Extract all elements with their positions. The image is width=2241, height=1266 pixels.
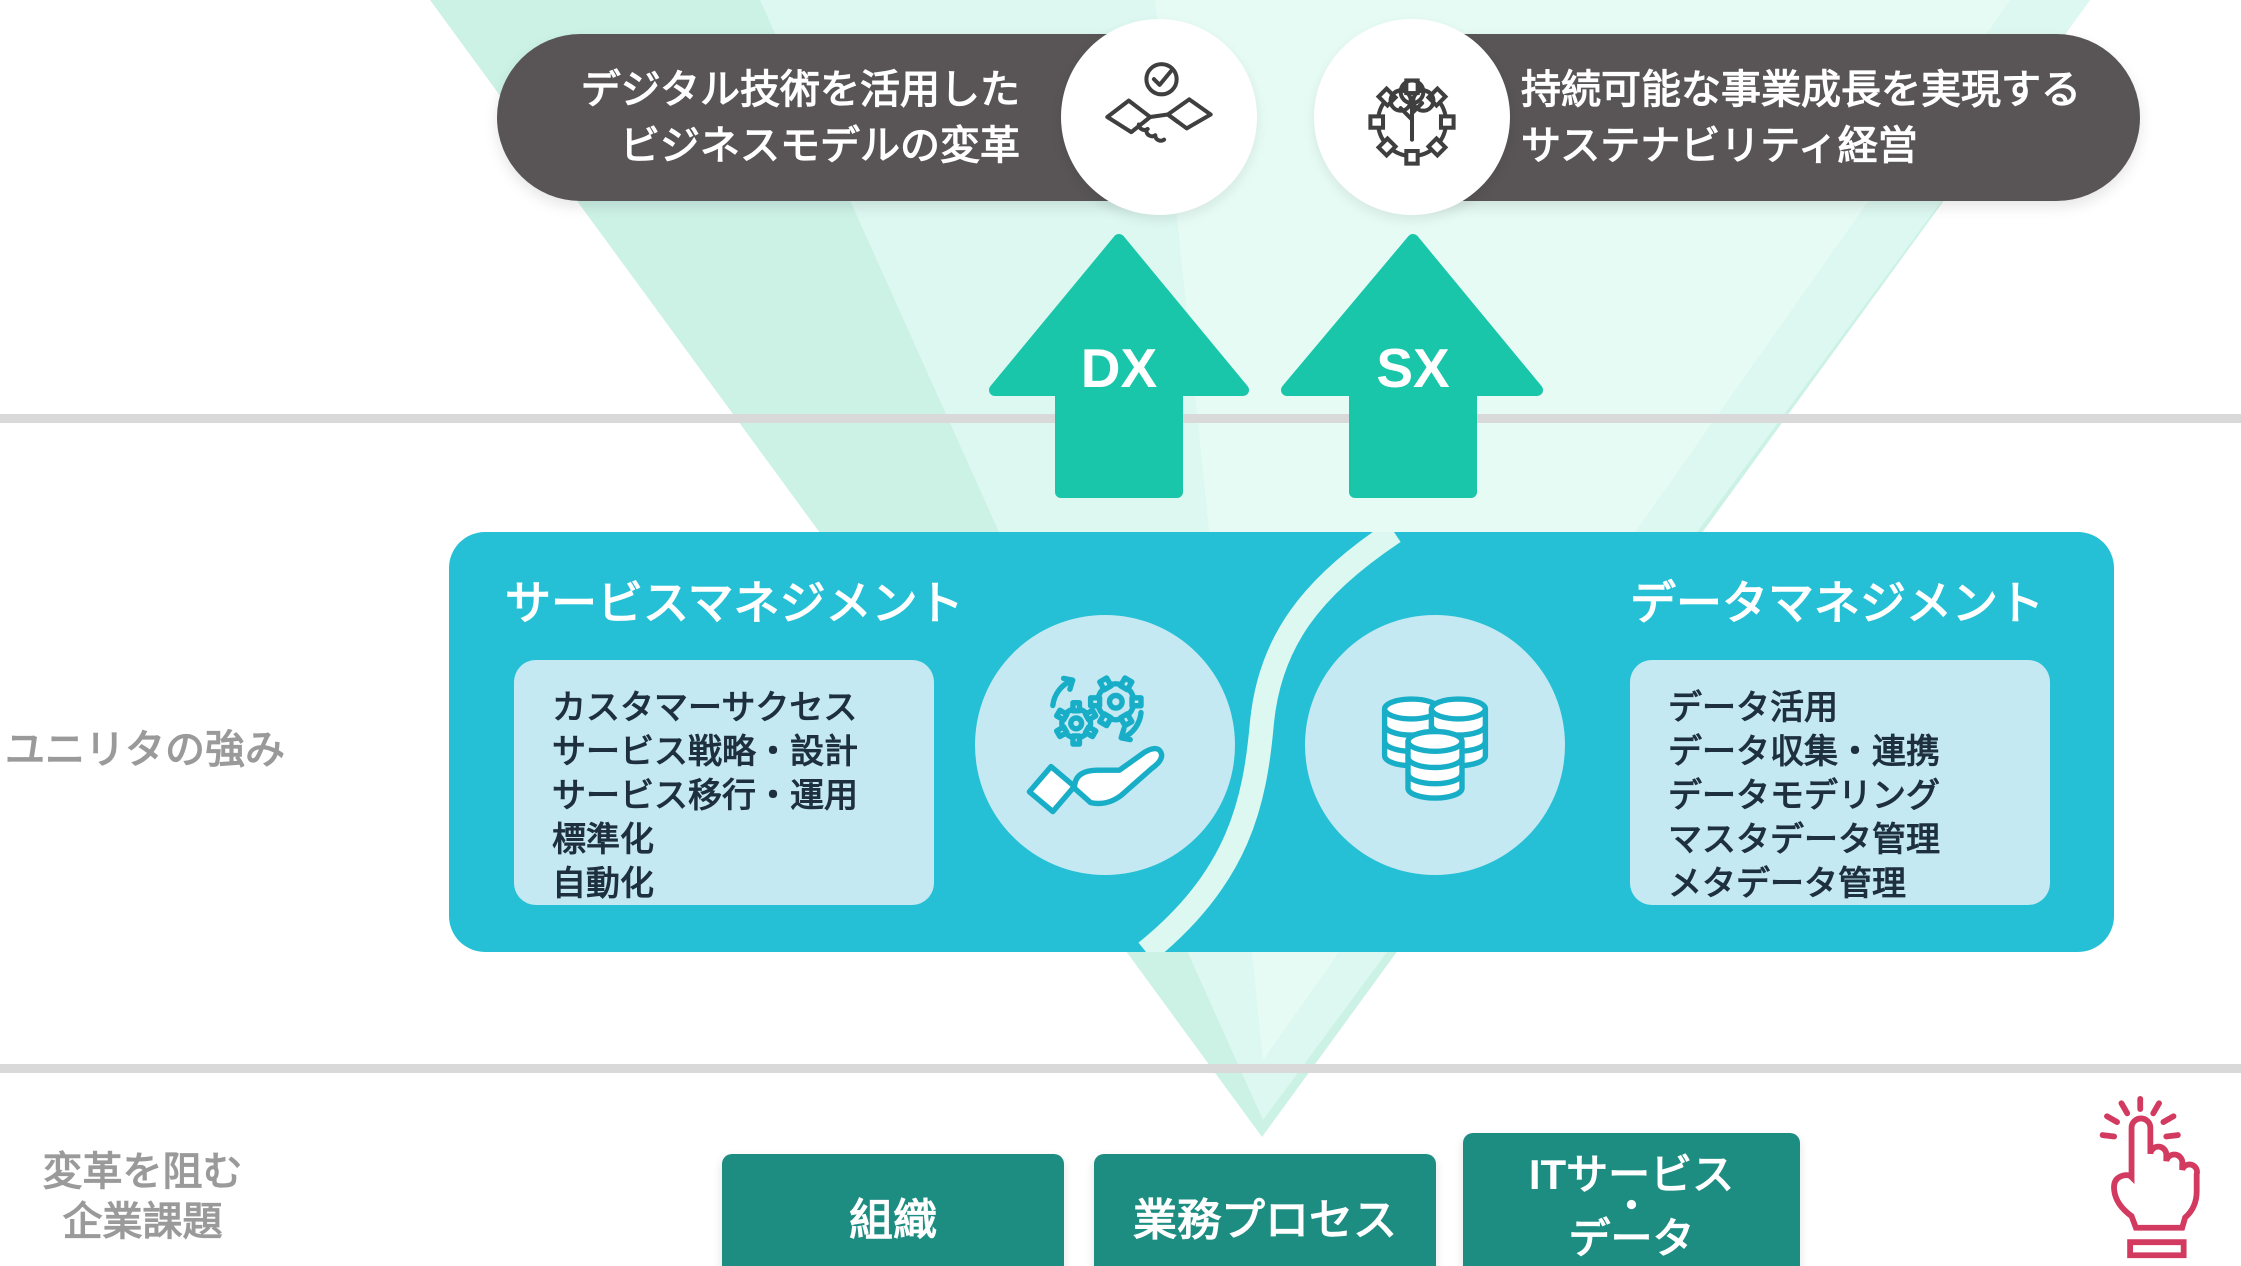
panel-s-curve-divider xyxy=(1138,532,1401,952)
divider-line-bottom xyxy=(0,1064,2241,1073)
sx-arrow xyxy=(1281,234,1543,498)
dx-goal-line2: ビジネスモデルの変革 xyxy=(620,123,1020,168)
data-management-list: データ活用 データ収集・連携 データモデリング マスタデータ管理 メタデータ管理 xyxy=(1630,660,2050,905)
gear-tree-icon xyxy=(1368,78,1456,166)
challenge-box-it-service-data[interactable]: ITサービス ・ データ xyxy=(1463,1133,1800,1266)
service-management-list: カスタマーサクセス サービス戦略・設計 サービス移行・運用 標準化 自動化 xyxy=(514,660,934,905)
challenge-side-label-line1: 変革を阻む xyxy=(42,1150,243,1194)
sx-goal-line1: 持続可能な事業成長を実現する xyxy=(1521,67,2081,112)
challenge-side-label-line2: 企業課題 xyxy=(62,1200,223,1244)
gears-on-hand-icon xyxy=(1026,675,1165,815)
data-icon-circle xyxy=(1305,615,1565,875)
sx-arrow-label: SX xyxy=(1376,337,1450,399)
service-item: 標準化 xyxy=(552,821,654,859)
strengths-side-label: ユニリタの強み xyxy=(5,728,285,772)
data-item: メタデータ管理 xyxy=(1668,865,1906,903)
challenge-box-label-line2: データ xyxy=(1568,1215,1695,1262)
dx-goal-icon-circle xyxy=(1061,19,1257,215)
challenge-box-business-process[interactable]: 業務プロセス xyxy=(1094,1154,1436,1266)
service-item: 自動化 xyxy=(552,865,654,903)
data-item: データ活用 xyxy=(1668,689,1838,727)
database-cylinders-icon xyxy=(1381,696,1489,801)
challenge-box-organization[interactable]: 組織 xyxy=(722,1154,1064,1266)
dx-arrow-label: DX xyxy=(1081,337,1158,399)
service-item: サービス戦略・設計 xyxy=(552,733,858,771)
dx-goal-line1: デジタル技術を活用した xyxy=(580,67,1020,112)
handshake-check-icon xyxy=(1105,62,1213,143)
service-icon-circle xyxy=(975,615,1235,875)
data-item: マスタデータ管理 xyxy=(1668,821,1940,859)
sx-goal-icon-circle xyxy=(1314,19,1510,215)
challenge-box-label-line1: ITサービス xyxy=(1528,1151,1735,1198)
data-item: データモデリング xyxy=(1668,777,1940,815)
service-item: カスタマーサクセス xyxy=(552,689,858,727)
service-item: サービス移行・運用 xyxy=(552,777,858,815)
challenge-side-label: 変革を阻む 企業課題 xyxy=(35,1147,250,1247)
service-management-title: サービスマネジメント xyxy=(505,577,964,629)
data-management-title: データマネジメント xyxy=(1630,577,2044,629)
data-item: データ収集・連携 xyxy=(1668,733,1940,771)
challenge-box-label-separator: ・ xyxy=(1612,1186,1651,1228)
dx-arrow xyxy=(989,234,1249,498)
challenge-box-label: 業務プロセス xyxy=(1133,1196,1397,1245)
click-pointer-icon[interactable] xyxy=(2088,1096,2233,1261)
challenge-box-label: 組織 xyxy=(849,1196,937,1245)
sx-goal-line2: サステナビリティ経営 xyxy=(1521,123,1918,168)
